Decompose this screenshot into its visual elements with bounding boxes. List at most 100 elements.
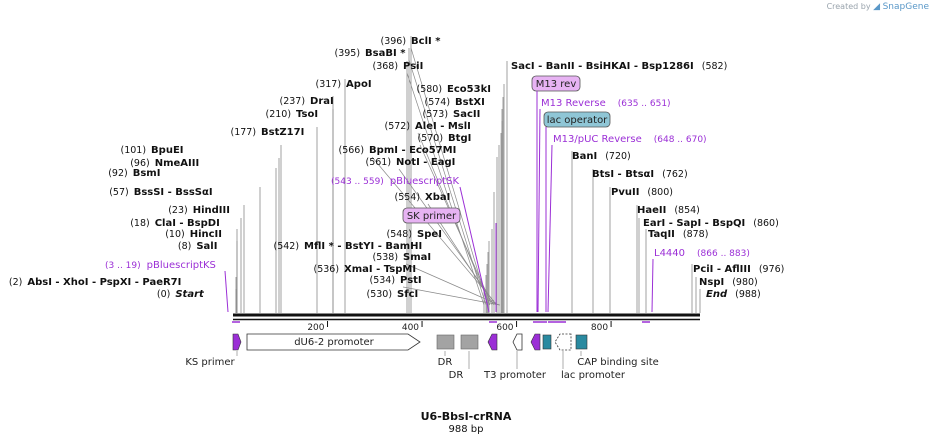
site-position: (566) [339,145,365,156]
du6-promoter-arrow [246,333,421,351]
site-label: (530)SfcI [367,289,419,300]
primer-leader-line [459,186,490,313]
site-position: (237) [280,96,306,107]
site-label: (317) ApoI [316,79,372,90]
site-label: (554)XbaI [395,192,451,203]
site-leader-line [410,47,489,306]
site-label: (538)SmaI [373,252,432,263]
site-label: (92)BsmI [108,168,160,179]
site-position: (854) [674,205,700,216]
site-label: (574)BstXI [425,97,485,108]
site-leader-line [419,144,493,306]
ruler-tick-label: 800 [591,323,608,333]
site-position: (0) [157,289,170,300]
site-label: (18)ClaI - BspDI [130,218,220,229]
site-position: (572) [385,121,411,132]
site-label: PciI - AflIII(976) [693,264,784,275]
site-label: HaeII (854) [637,205,700,216]
site-position: (317) [316,79,342,90]
site-position: (57) [109,187,129,198]
site-position: (762) [662,169,688,180]
site-name: AleI - MslI [415,121,471,132]
site-position: (570) [418,133,444,144]
primer-site-label: M13 Reverse(635 .. 651) [541,98,671,109]
construct-length: 988 bp [449,424,484,435]
site-position: (96) [130,158,150,169]
site-position: (542) [274,241,300,252]
site-name: ApoI [346,79,372,90]
site-label: (566)BpmI - Eco57MI [339,145,457,156]
site-name: BtgI [448,133,471,144]
site-position: (23) [168,205,188,216]
site-label: (0)Start [157,289,205,300]
site-position: (536) [314,264,340,275]
site-position: (980) [732,277,758,288]
site-position: (177) [231,127,257,138]
site-position: (534) [370,275,396,286]
site-position: (580) [417,84,443,95]
site-label: (573) SacII [423,109,481,120]
site-position: (18) [130,218,150,229]
primer-leader-line [651,258,654,313]
site-name: PvuII [611,187,639,198]
site-name: BclI * [411,36,441,47]
cap-binding-site-box [575,334,588,350]
site-leader-line [406,72,485,306]
site-position: (988) [735,289,761,300]
site-name: SacII [453,109,480,120]
site-label: (101)BpuEI [121,145,184,156]
site-name: XbaI [425,192,450,203]
site-label: (570) BtgI [418,133,472,144]
primer-leader-line [537,108,541,313]
site-position: (10) [165,229,185,240]
site-name: NspI [699,277,724,288]
site-label: (8)SalI [178,241,218,252]
site-label: (548)SpeI [387,229,442,240]
lac-operator-box [542,334,552,350]
site-leader-lines [235,36,701,313]
feature-label: DR [438,357,453,368]
site-name: XmaI - TspMI [344,264,416,275]
restriction-site-labels: (0)Start(2)AbsI - XhoI - PspXI - PaeR7I(… [9,36,784,300]
site-name: HaeII [637,205,666,216]
site-leader-line [398,168,497,306]
feature-label: T3 promoter [483,370,547,381]
site-position: (976) [759,264,785,275]
site-label: (96) NmeAIII [130,158,199,169]
site-position: (573) [423,109,449,120]
site-name: AbsI - XhoI - PspXI - PaeR7I [27,277,181,288]
site-name: SacI - BanII - BsiHKAI - Bsp1286I [511,61,694,72]
site-position: (561) [366,157,392,168]
site-name: DraI [310,96,334,107]
feature-label: dU6-2 promoter [294,337,374,348]
primer-leader-line [224,270,229,313]
dr-repeat-box [436,334,455,350]
site-label: (57)BssSI - BssSαI [109,187,212,198]
feature-label: lac promoter [561,370,626,381]
dr-repeat-box [460,334,479,350]
site-label: (10) HincII [165,229,222,240]
site-name: HincII [190,229,222,240]
construct-name: U6-BbsI-crRNA [421,410,512,423]
primer-site-label: (3 .. 19)pBluescriptKS [105,260,216,271]
site-label: (561)NotI - EagI [366,157,456,168]
lac-promoter-arrow [554,333,572,351]
boxed-feature-label: SK primer [407,211,457,222]
site-label: SacI - BanII - BsiHKAI - Bsp1286I(582) [511,61,727,72]
site-name: BstZ17I [261,127,304,138]
site-label: (580)Eco53kI [417,84,491,95]
m13-rev-arrow [530,333,541,351]
site-label: (536) XmaI - TspMI [314,264,417,275]
site-label: (177) BstZ17I [231,127,305,138]
site-name: BtsI - BtsαI [592,169,654,180]
site-name: NmeAIII [155,158,199,169]
primer-site-labels: (3 .. 19)pBluescriptKS(543 .. 559)pBlues… [105,98,750,313]
site-name: EarI - SapI - BspQI [643,218,745,229]
site-name: TaqII [648,229,675,240]
site-position: (720) [605,151,631,162]
site-position: (368) [373,61,399,72]
site-label: End(988) [706,289,761,300]
site-label: NspI (980) [699,277,758,288]
feature-label: KS primer [185,357,235,368]
